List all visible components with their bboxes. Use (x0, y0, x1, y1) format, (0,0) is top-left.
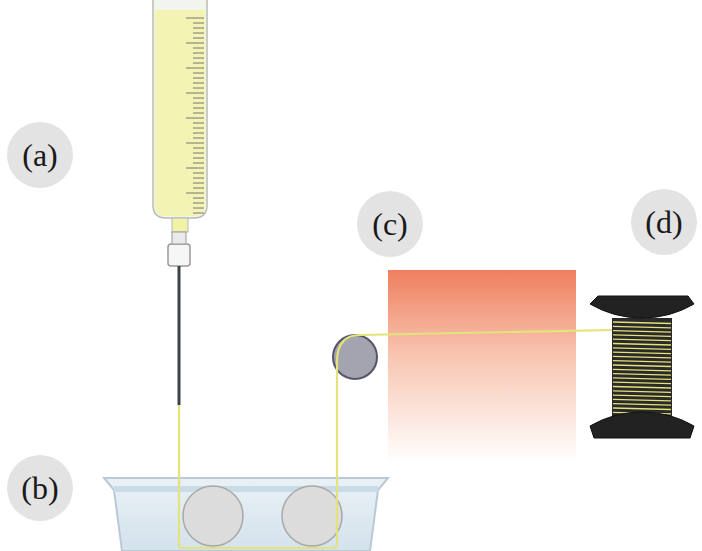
fiber-winding (613, 326, 671, 328)
fiber-winding (613, 348, 671, 350)
fiber-winding (613, 391, 671, 393)
fiber-winding (613, 322, 671, 324)
fiber-winding (613, 344, 671, 346)
syringe (153, 0, 207, 405)
graduation-mark (186, 118, 204, 119)
graduation-mark (193, 163, 204, 164)
spool (590, 296, 694, 438)
bath-roller (183, 486, 243, 546)
graduation-mark (186, 193, 204, 194)
graduation-mark (193, 203, 204, 204)
fiber-winding (613, 395, 671, 397)
graduation-mark (193, 173, 204, 174)
fiber-winding (613, 378, 671, 380)
graduation-mark (193, 78, 204, 79)
fiber-winding (613, 382, 671, 384)
graduation-mark (193, 103, 204, 104)
callout-circle: (a) (7, 122, 73, 188)
graduation-mark (193, 23, 204, 24)
graduation-mark (186, 93, 204, 94)
callout-circle: (c) (357, 191, 423, 257)
graduation-mark (193, 83, 204, 84)
fiber-winding (613, 361, 671, 363)
graduation-mark (193, 133, 204, 134)
graduation-mark (193, 33, 204, 34)
graduation-mark (186, 143, 204, 144)
coagulation-bath (104, 478, 388, 551)
fiber-winding (613, 408, 671, 410)
graduation-mark (193, 188, 204, 189)
graduation-mark (193, 98, 204, 99)
fiber-winding (613, 374, 671, 376)
graduation-mark (193, 123, 204, 124)
graduation-mark (193, 108, 204, 109)
callout-number: (d) (645, 206, 682, 238)
callout-number: (a) (22, 139, 58, 171)
graduation-mark (193, 88, 204, 89)
callout-circle: (d) (631, 189, 697, 255)
graduation-mark (193, 183, 204, 184)
fiber-winding (613, 399, 671, 401)
graduation-mark (186, 68, 204, 69)
graduation-mark (193, 158, 204, 159)
graduation-mark (193, 73, 204, 74)
graduation-mark (193, 58, 204, 59)
callout-number: (c) (372, 208, 408, 240)
fiber-winding (613, 404, 671, 406)
fiber-winding (613, 365, 671, 367)
fiber-winding (613, 331, 671, 333)
fiber-winding (613, 387, 671, 389)
graduation-mark (193, 148, 204, 149)
graduation-mark (193, 53, 204, 54)
bath-roller (282, 486, 342, 546)
fiber (179, 330, 612, 548)
graduation-mark (186, 18, 204, 19)
fiber-winding (613, 352, 671, 354)
graduation-mark (186, 43, 204, 44)
graduation-mark (193, 113, 204, 114)
graduation-mark (193, 63, 204, 64)
callout-circle: (b) (7, 455, 73, 521)
graduation-mark (193, 38, 204, 39)
graduation-mark (193, 198, 204, 199)
graduation-mark (193, 153, 204, 154)
fiber-winding (613, 335, 671, 337)
graduation-mark (193, 178, 204, 179)
guide-roller (333, 335, 377, 379)
graduation-mark (193, 48, 204, 49)
fiber-winding (613, 356, 671, 358)
graduation-mark (193, 208, 204, 209)
graduation-mark (193, 138, 204, 139)
graduation-mark (186, 168, 204, 169)
graduation-mark (193, 213, 204, 214)
fiber-winding (613, 369, 671, 371)
callout-number: (b) (21, 472, 58, 504)
fiber-winding (613, 339, 671, 341)
graduation-mark (193, 28, 204, 29)
heating-zone (388, 270, 576, 462)
graduation-mark (193, 128, 204, 129)
